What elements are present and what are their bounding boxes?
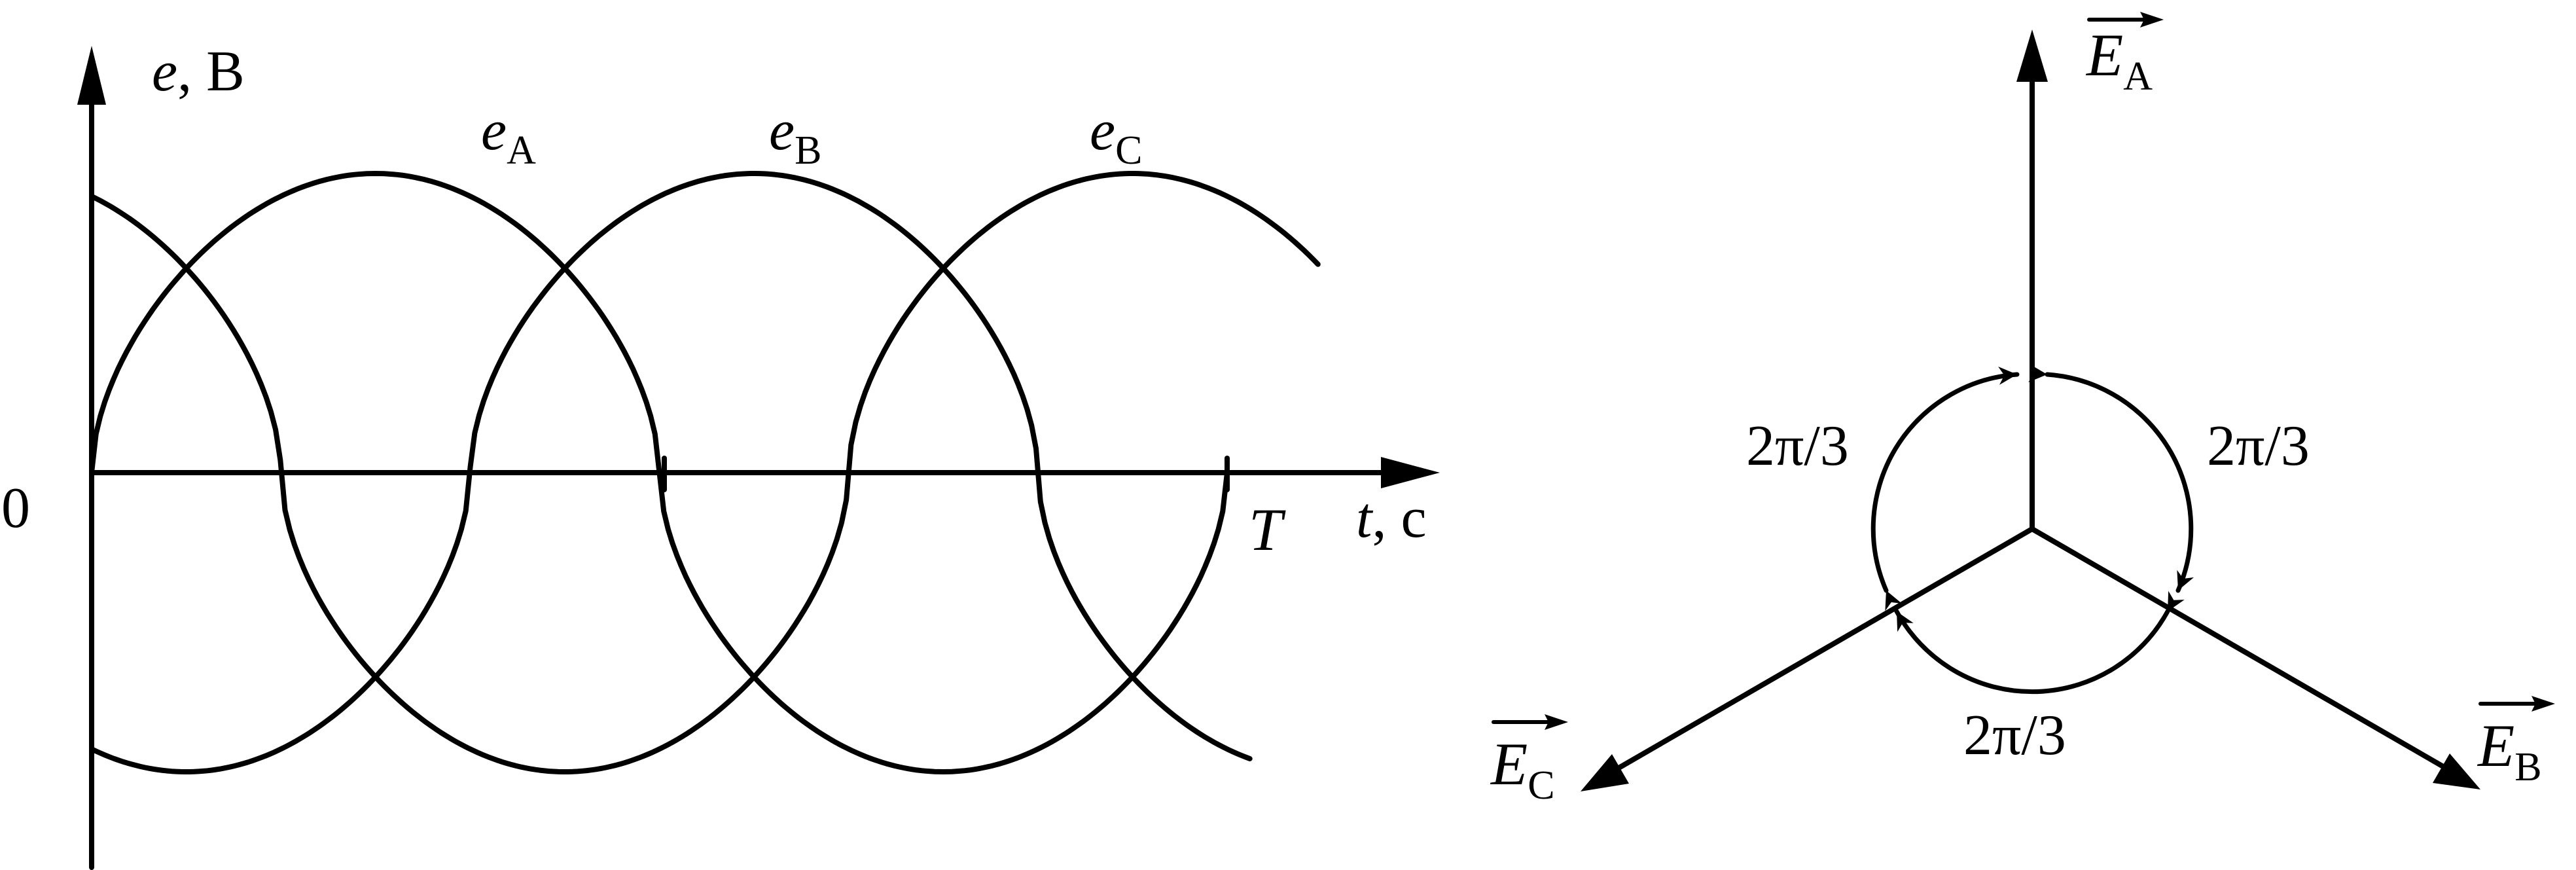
angle-label-bottom: 2π/3: [1963, 704, 2066, 767]
y-axis-label-unit: B: [206, 40, 245, 103]
svg-text:EC: EC: [1490, 731, 1555, 808]
curve-label-e-c: eC: [1090, 99, 1142, 173]
angle-arc-b-c: [1894, 590, 2185, 695]
curve-label-e-a-symbol: e: [481, 99, 507, 162]
vector-e-c-overarrow: [1545, 714, 1568, 730]
waveform-diagram: e, B 0 T t, c eA eB eC: [1, 40, 1440, 870]
vector-e-b-symbol: E: [2477, 712, 2514, 779]
curve-label-e-b: eB: [769, 99, 821, 173]
svg-text:EA: EA: [2085, 22, 2153, 99]
vector-label-e-c: EC: [1490, 714, 1568, 808]
vector-e-b-overarrow: [2531, 696, 2555, 712]
curve-label-e-b-subscript: B: [795, 128, 821, 173]
curve-e-b: [89, 171, 1253, 774]
curve-e-a: [89, 171, 1230, 774]
angle-arc-a-b: [2028, 364, 2194, 593]
origin-label: 0: [1, 477, 30, 540]
curve-label-e-a-subscript: A: [507, 128, 536, 173]
curve-label-e-c-subscript: C: [1115, 128, 1142, 173]
vector-e-c-arrowhead: [1581, 754, 1629, 791]
vector-e-c-symbol: E: [1490, 731, 1528, 797]
curve-label-e-b-symbol: e: [769, 99, 795, 162]
x-axis-label-unit: c: [1401, 486, 1426, 550]
vector-e-b: [2030, 526, 2450, 772]
vector-e-b-arrowhead: [2433, 753, 2480, 789]
svg-text:EB: EB: [2477, 712, 2542, 789]
x-axis-label-symbol: t: [1356, 486, 1374, 550]
vector-e-a-subscript: A: [2123, 54, 2153, 99]
curve-label-e-c-symbol: e: [1090, 99, 1115, 162]
angle-label-left: 2π/3: [1746, 414, 1849, 478]
y-axis-label-symbol: e: [152, 40, 177, 103]
y-axis-arrow: [77, 46, 106, 105]
vector-e-b-subscript: B: [2514, 745, 2541, 789]
vector-label-e-a: EA: [2085, 12, 2164, 99]
vector-e-a-overarrow: [2140, 12, 2164, 27]
vector-e-c-subscript: C: [1528, 763, 1554, 808]
x-axis-arrow: [1381, 457, 1440, 488]
x-axis-label-comma: ,: [1372, 486, 1401, 550]
x-axis-label: t, c: [1356, 486, 1427, 550]
y-axis-label-comma: ,: [177, 40, 206, 103]
curve-label-e-a: eA: [481, 99, 536, 173]
vector-label-e-b: EB: [2477, 696, 2555, 789]
angle-label-right: 2π/3: [2207, 414, 2310, 478]
y-axis-label: e, B: [152, 40, 245, 103]
phasor-diagram: 2π/3 2π/3 2π/3 EA EB EC: [1490, 12, 2555, 808]
vector-e-a-symbol: E: [2085, 22, 2123, 88]
period-label: T: [1249, 496, 1286, 563]
angle-arc-c-a: [1870, 366, 2020, 611]
curve-e-c: [89, 171, 1321, 774]
vector-e-a-arrowhead: [2016, 29, 2048, 82]
